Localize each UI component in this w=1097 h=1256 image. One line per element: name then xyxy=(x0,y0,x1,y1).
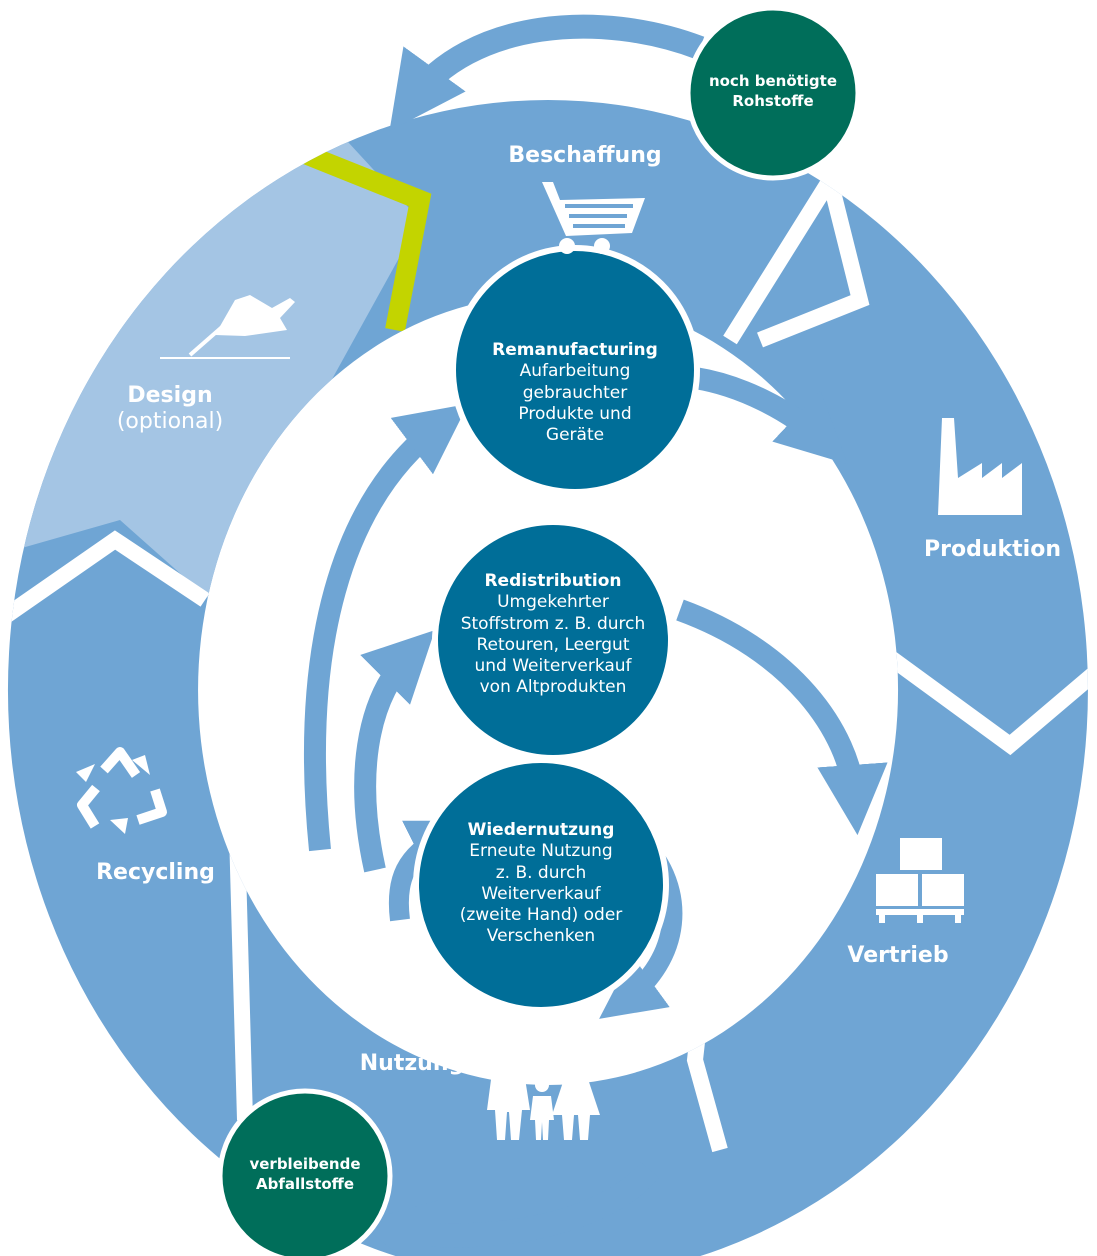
redistribution-line: und Weiterverkauf xyxy=(474,656,632,676)
bottom-return-arrow xyxy=(357,1161,660,1256)
factory-icon xyxy=(938,418,1022,515)
rohstoffe-text: noch benötigte Rohstoffe xyxy=(693,72,853,111)
nutzung-label: Nutzung xyxy=(359,1051,465,1076)
separator-beschaffung-produktion xyxy=(723,159,870,348)
recycling-label: Recycling xyxy=(96,860,215,885)
abfallstoffe-line: Abfallstoffe xyxy=(255,1174,354,1193)
wiedernutzung-title: Wiedernutzung xyxy=(467,820,615,840)
redistribution-title: Redistribution xyxy=(484,571,622,591)
remanufacturing-text: Remanufacturing Aufarbeitung gebrauchter… xyxy=(463,340,687,446)
shopping-cart-icon xyxy=(542,182,645,254)
vertrieb-label: Vertrieb xyxy=(847,943,949,968)
redistribution-line: Stoffstrom z. B. durch xyxy=(460,613,646,634)
top-return-arrow xyxy=(389,14,705,132)
design-accent-chevron xyxy=(291,140,432,332)
redistribution-line: Umgekehrter xyxy=(497,592,609,613)
remanufacturing-line: Geräte xyxy=(545,425,605,445)
wiedernutzung-circle xyxy=(413,757,669,1013)
wiedernutzung-line: Weiterverkauf xyxy=(481,883,601,904)
arrow-redistribution-to-vertrieb xyxy=(676,599,888,836)
separator-produktion-vertrieb xyxy=(875,643,1088,756)
arrow-nutzung-to-remanufacturing xyxy=(304,403,469,852)
redistribution-text: Redistribution Umgekehrter Stoffstrom z.… xyxy=(435,571,671,699)
abfallstoffe-line: verbleibende xyxy=(249,1155,361,1173)
arrow-remanufacturing-to-produktion xyxy=(693,367,848,465)
hand-pen-icon xyxy=(160,295,295,359)
remanufacturing-line: Aufarbeitung xyxy=(519,361,631,382)
wiedernutzung-line: Erneute Nutzung xyxy=(469,841,613,862)
redistribution-line: von Altprodukten xyxy=(479,677,627,698)
family-icon xyxy=(487,1045,600,1140)
separator-recycling-design xyxy=(7,530,210,627)
remanufacturing-circle xyxy=(450,245,700,495)
design-title: Design xyxy=(127,383,213,408)
wiedernutzung-text: Wiedernutzung Erneute Nutzung z. B. durc… xyxy=(426,820,656,948)
remanufacturing-line: gebrauchter xyxy=(522,382,628,403)
rohstoffe-line: Rohstoffe xyxy=(732,91,814,110)
design-label: Design (optional) xyxy=(105,383,235,436)
recycle-icon xyxy=(76,747,167,834)
wiedernutzung-line: Verschenken xyxy=(486,926,596,947)
produktion-label: Produktion xyxy=(924,537,1061,562)
pallet-boxes-icon xyxy=(876,838,964,923)
rohstoffe-circle xyxy=(685,5,861,181)
beschaffung-label: Beschaffung xyxy=(508,143,662,168)
design-subtitle: (optional) xyxy=(116,409,224,435)
wiedernutzung-line: (zweite Hand) oder xyxy=(459,905,623,925)
abfallstoffe-text: verbleibende Abfallstoffe xyxy=(225,1155,385,1194)
remanufacturing-title: Remanufacturing xyxy=(492,340,658,360)
redistribution-line: Retouren, Leergut xyxy=(476,634,630,655)
rohstoffe-line: noch benötigte xyxy=(708,72,838,90)
wiedernutzung-line: z. B. durch xyxy=(495,862,587,883)
arrow-nutzung-to-redistribution xyxy=(354,630,435,873)
remanufacturing-line: Produkte und xyxy=(518,403,632,424)
abfallstoffe-circle xyxy=(217,1088,393,1256)
